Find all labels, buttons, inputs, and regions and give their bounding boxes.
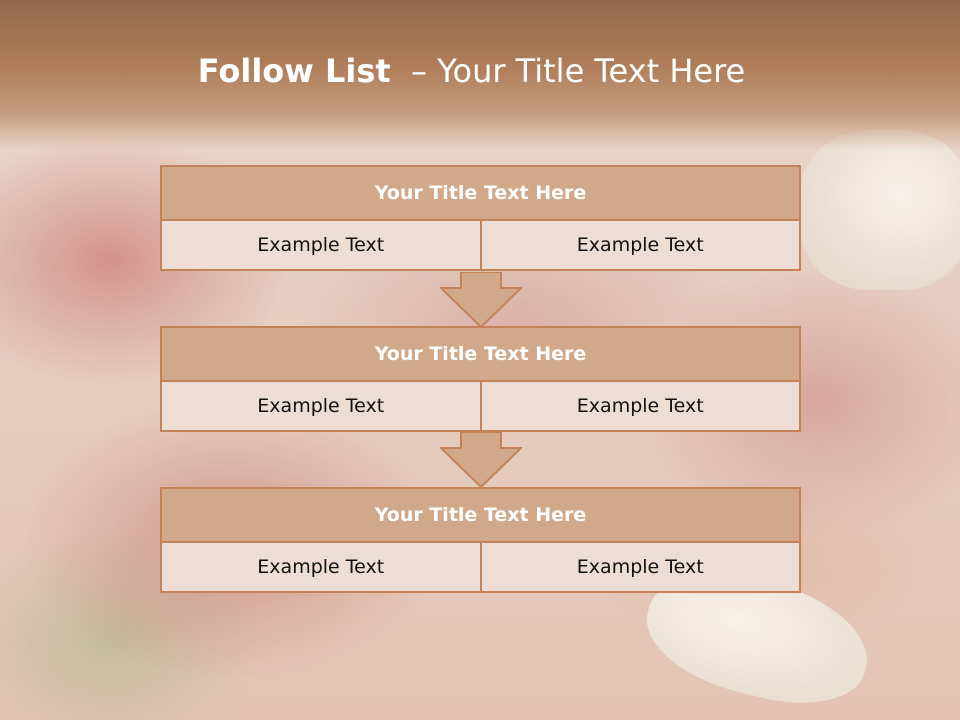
example-text-left: Example Text <box>257 234 385 256</box>
down-arrow-icon <box>440 272 522 328</box>
block-row: Example Text Example Text <box>160 382 801 432</box>
list-block-1[interactable]: Your Title Text Here Example Text Exampl… <box>160 165 801 271</box>
title-banner <box>0 0 960 150</box>
example-text-left: Example Text <box>257 556 385 578</box>
example-text-left: Example Text <box>257 395 385 417</box>
down-arrow-icon <box>440 432 522 488</box>
list-block-2[interactable]: Your Title Text Here Example Text Exampl… <box>160 326 801 432</box>
example-text-right: Example Text <box>479 543 800 591</box>
block-title: Your Title Text Here <box>160 326 801 382</box>
slide-title-bold: Follow List <box>197 52 391 90</box>
block-title: Your Title Text Here <box>160 487 801 543</box>
block-title: Your Title Text Here <box>160 165 801 221</box>
garlic-clove-image <box>800 130 960 290</box>
block-row: Example Text Example Text <box>160 543 801 593</box>
slide-title[interactable]: Follow List – Your Title Text Here <box>0 52 943 90</box>
example-text-right: Example Text <box>479 382 800 430</box>
list-block-3[interactable]: Your Title Text Here Example Text Exampl… <box>160 487 801 593</box>
slide-title-rest: – Your Title Text Here <box>390 52 746 90</box>
block-row: Example Text Example Text <box>160 221 801 271</box>
example-text-right: Example Text <box>479 221 800 269</box>
